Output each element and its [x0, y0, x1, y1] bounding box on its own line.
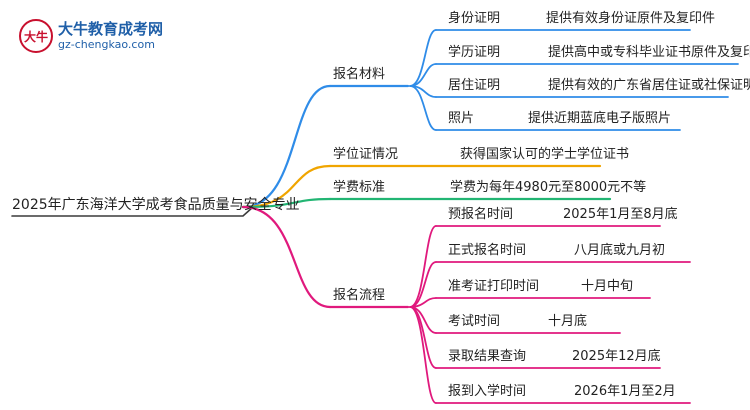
- child-detail-0-0: 提供有效身份证原件及复印件: [546, 11, 716, 26]
- logo-mark-icon: 大牛: [19, 19, 53, 53]
- branch-detail-2: 学费为每年4980元至8000元不等: [450, 180, 647, 195]
- branch-connector-1: [241, 164, 332, 209]
- child-detail-0-1: 提供高中或专科毕业证书原件及复印件: [548, 45, 750, 60]
- branch-label-3: 报名流程: [333, 288, 386, 303]
- child-connector-3-1: [409, 261, 437, 308]
- child-label-0-0: 身份证明: [448, 11, 501, 26]
- child-label-3-3: 考试时间: [448, 314, 501, 329]
- child-label-3-1: 正式报名时间: [448, 243, 527, 258]
- child-detail-0-2: 提供有效的广东省居住证或社保证明: [548, 78, 750, 93]
- child-detail-3-2: 十月中旬: [581, 279, 634, 294]
- branch-label-2: 学费标准: [333, 180, 386, 195]
- child-detail-0-3: 提供近期蓝底电子版照片: [528, 111, 672, 126]
- child-detail-3-4: 2025年12月底: [572, 349, 661, 364]
- child-detail-3-5: 2026年1月至2月: [574, 384, 676, 399]
- child-label-3-5: 报到入学时间: [448, 384, 527, 399]
- child-label-0-3: 照片: [448, 111, 475, 126]
- logo-url: gz-chengkao.com: [58, 38, 155, 51]
- root-topic: 2025年广东海洋大学成考食品质量与安全专业: [12, 197, 300, 213]
- branch-connector-3: [241, 205, 332, 309]
- child-label-3-2: 准考证打印时间: [448, 279, 540, 294]
- child-connector-3-5: [409, 306, 437, 404]
- child-detail-3-1: 八月底或九月初: [574, 243, 666, 258]
- child-label-0-2: 居住证明: [448, 78, 501, 93]
- logo-title: 大牛教育成考网: [58, 20, 164, 38]
- branch-connector-0: [241, 84, 332, 209]
- child-label-0-1: 学历证明: [448, 45, 501, 60]
- branch-label-0: 报名材料: [333, 67, 386, 82]
- root-underline: [11, 206, 254, 217]
- site-logo[interactable]: 大牛 大牛教育成考网 gz-chengkao.com: [18, 16, 178, 56]
- branch-connector-2: [241, 197, 332, 209]
- child-detail-3-3: 十月底: [548, 314, 588, 329]
- child-connector-0-3: [409, 85, 437, 131]
- child-label-3-4: 录取结果查询: [448, 349, 527, 364]
- child-detail-3-0: 2025年1月至8月底: [563, 207, 678, 222]
- child-label-3-0: 预报名时间: [448, 207, 514, 222]
- child-connector-3-0: [409, 225, 437, 308]
- branch-label-1: 学位证情况: [333, 147, 399, 162]
- branch-detail-1: 获得国家认可的学士学位证书: [460, 147, 630, 162]
- logo-mark-text: 大牛: [24, 29, 48, 44]
